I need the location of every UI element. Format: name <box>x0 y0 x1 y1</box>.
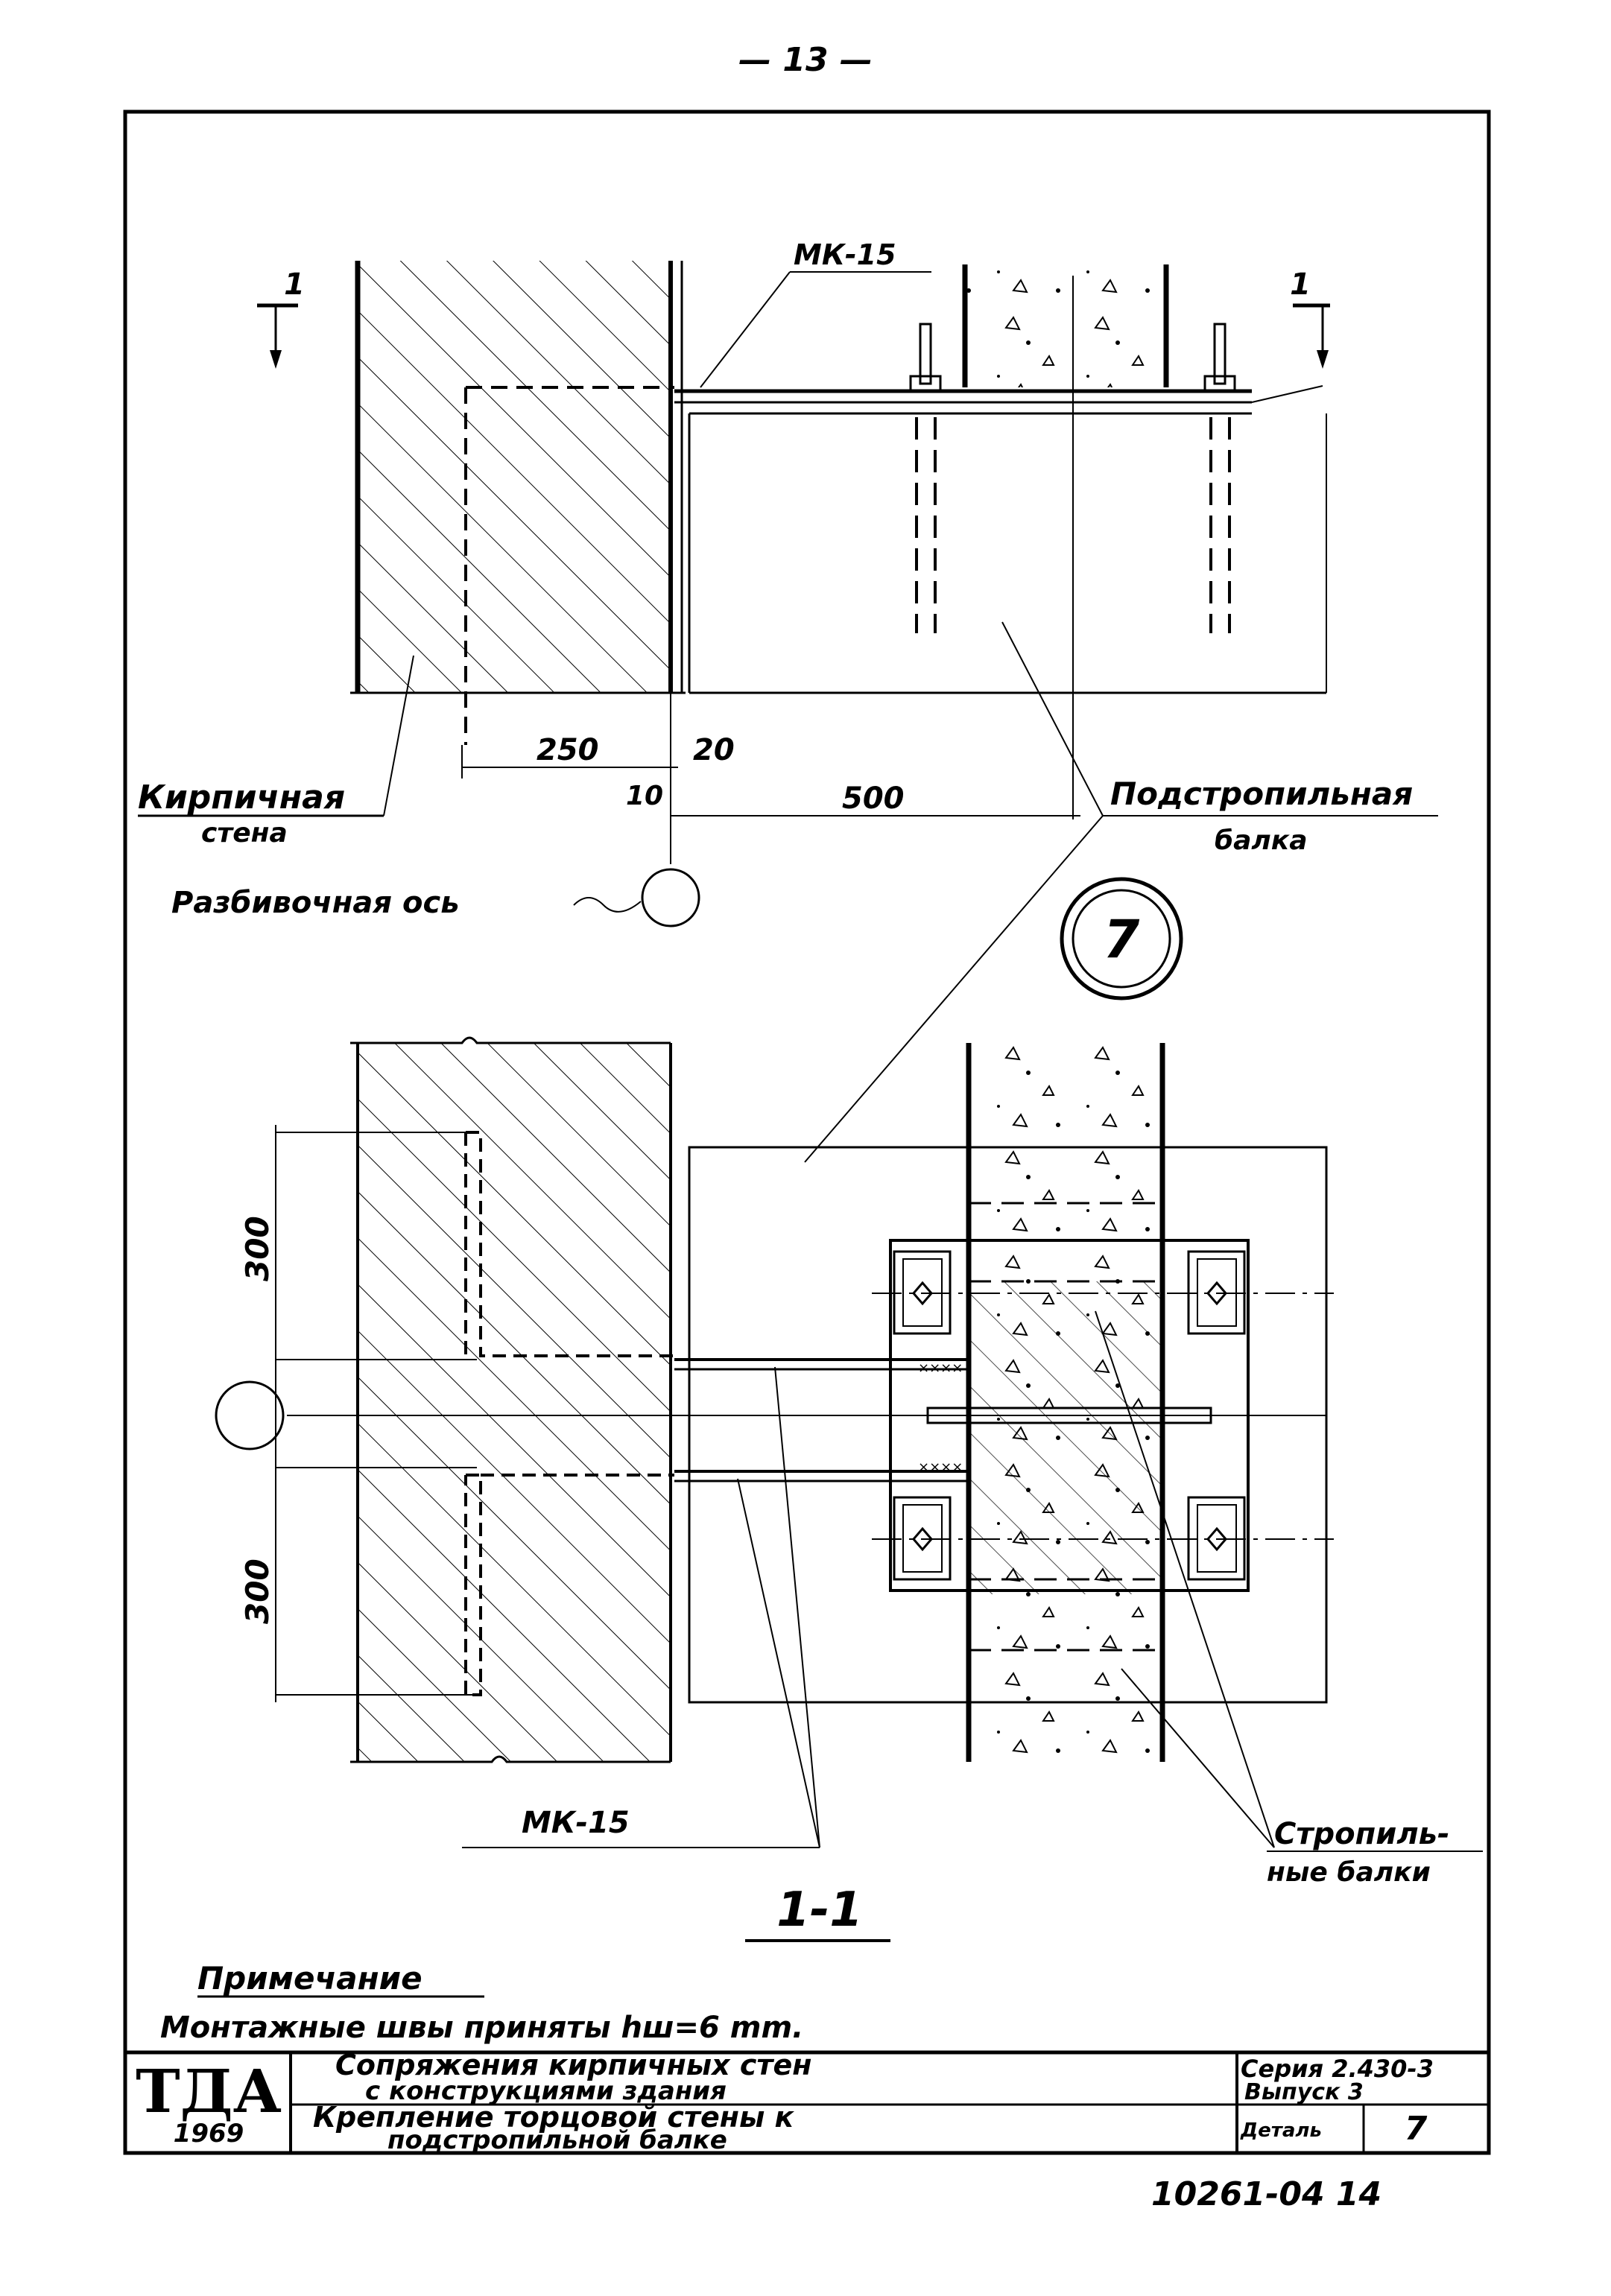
section-mark-left: 1 <box>257 267 305 369</box>
label-rafter-beams-1: Стропиль- <box>1274 1817 1450 1851</box>
label-mk15-bottom: МК-15 <box>522 1806 630 1840</box>
doc-number: 10261-04 14 <box>1151 2175 1381 2213</box>
note-text: Монтажные швы приняты hш=6 mm. <box>160 2011 803 2045</box>
svg-text:300: 300 <box>239 1216 276 1281</box>
svg-text:××××: ×××× <box>918 1459 963 1475</box>
label-truss-beam-2: балка <box>1215 825 1308 856</box>
svg-text:7: 7 <box>1405 2110 1428 2148</box>
section-mark-right: 1 <box>1290 267 1330 369</box>
note-heading: Примечание <box>197 1960 422 1997</box>
label-brick-wall-2: стена <box>201 818 288 849</box>
bolt-left-top <box>909 323 942 633</box>
bolt-right-top <box>1203 323 1236 633</box>
section-view: ×××× ×××× 300 300 <box>215 1036 1334 1763</box>
sheet-frame <box>123 110 1491 2155</box>
logo-tda: ТДА <box>136 2056 282 2126</box>
rafter-beam-top <box>965 264 1166 387</box>
svg-text:Сопряжения кирпичных стен: Сопряжения кирпичных стен <box>335 2049 811 2081</box>
label-axis: Разбивочная ось <box>171 886 459 920</box>
svg-text:300: 300 <box>239 1558 276 1624</box>
svg-text:1: 1 <box>1290 267 1311 302</box>
page-number: — 13 — <box>738 41 873 79</box>
svg-text:1: 1 <box>284 267 305 302</box>
svg-text:××××: ×××× <box>918 1360 963 1376</box>
label-rafter-beams-2: ные балки <box>1267 1857 1431 1888</box>
top-view <box>350 261 1327 819</box>
label-truss-beam-1: Подстропильная <box>1110 776 1413 812</box>
axis-circle-bottom <box>215 1380 285 1450</box>
svg-text:500: 500 <box>842 781 905 816</box>
section-title: 1-1 <box>776 1883 863 1938</box>
label-brick-wall-1: Кирпичная <box>138 778 345 816</box>
svg-text:250: 250 <box>537 733 599 767</box>
svg-text:10: 10 <box>626 781 663 811</box>
svg-text:Серия 2.430-3: Серия 2.430-3 <box>1241 2055 1434 2083</box>
svg-text:с конструкциями здания: с конструкциями здания <box>365 2076 727 2106</box>
title-block: ТДА 1969 Сопряжения кирпичных стен с кон… <box>125 2049 1489 2155</box>
svg-text:Деталь: Деталь <box>1240 2119 1322 2142</box>
svg-text:Выпуск 3: Выпуск 3 <box>1244 2079 1364 2105</box>
top-dimensions: 250 20 10 500 <box>461 693 1080 864</box>
brick-wall-top <box>358 261 671 693</box>
year: 1969 <box>174 2119 244 2148</box>
svg-text:7: 7 <box>1104 909 1140 970</box>
axis-circle-top <box>641 868 700 927</box>
svg-text:20: 20 <box>693 733 735 767</box>
svg-text:подстропильной балке: подстропильной балке <box>387 2125 727 2155</box>
label-mk15-top: МК-15 <box>794 238 896 271</box>
detail-marker: 7 <box>1060 877 1183 1000</box>
svg-text:Крепление торцовой стены к: Крепление торцовой стены к <box>313 2101 795 2134</box>
